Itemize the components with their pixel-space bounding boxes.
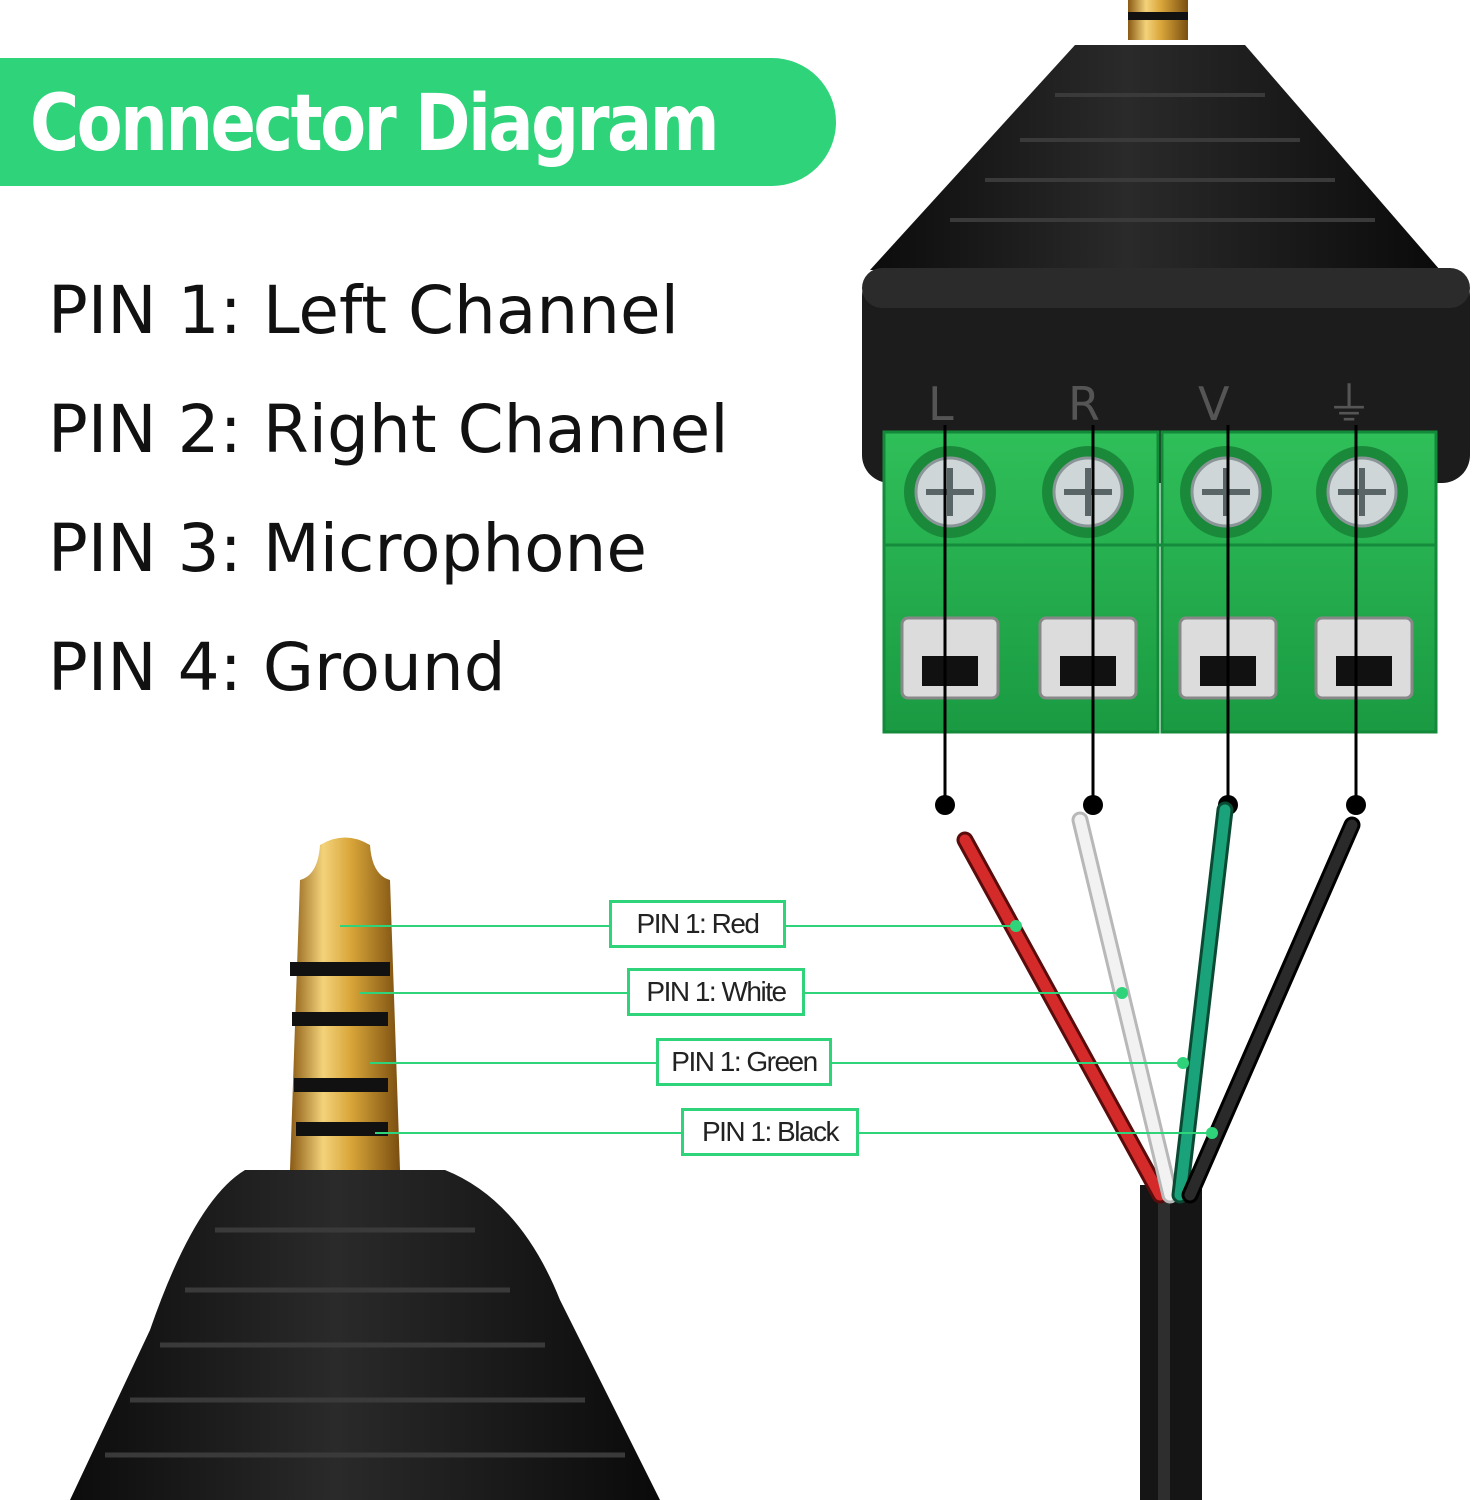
pin-legend-item: PIN 4: Ground	[48, 629, 506, 706]
terminal-adapter-housing	[862, 45, 1470, 483]
wire-label-green: PIN 1: Green	[656, 1038, 832, 1086]
trrs-jack-plug	[290, 837, 400, 1170]
wire-label-red: PIN 1: Red	[609, 900, 786, 948]
wire-label-white: PIN 1: White	[627, 968, 805, 1016]
jack-plug-housing	[70, 1170, 660, 1500]
wire-clamp	[1314, 616, 1414, 700]
terminal-mark-ground: ⏚	[1326, 377, 1372, 431]
pin-legend-item: PIN 3: Microphone	[48, 510, 647, 587]
leader-lines	[340, 925, 1212, 1134]
terminal-screws	[904, 446, 1408, 538]
screw-icon	[1042, 446, 1134, 538]
pin-legend-item: PIN 1: Left Channel	[48, 272, 679, 349]
top-jack-tip	[1128, 0, 1188, 40]
screw-icon	[1316, 446, 1408, 538]
bottom-cable	[1140, 1185, 1202, 1500]
title-banner	[0, 58, 836, 186]
terminal-mark-r: R	[1068, 377, 1100, 431]
terminal-pin-lines	[943, 425, 1358, 805]
terminal-mark-l: L	[928, 377, 954, 431]
pin-legend-item: PIN 2: Right Channel	[48, 391, 729, 468]
page-title: Connector Diagram	[30, 79, 720, 169]
terminal-dots	[935, 795, 1366, 815]
terminal-mark-v: V	[1198, 377, 1230, 431]
wires	[956, 801, 1361, 1204]
wire-clamp	[900, 616, 1000, 700]
screw-icon	[1180, 446, 1272, 538]
screw-icon	[904, 446, 996, 538]
wire-clamp	[1038, 616, 1138, 700]
leader-dots	[1010, 920, 1218, 1139]
wire-label-black: PIN 1: Black	[681, 1108, 859, 1156]
terminal-markings: L R V ⏚	[928, 377, 1372, 431]
